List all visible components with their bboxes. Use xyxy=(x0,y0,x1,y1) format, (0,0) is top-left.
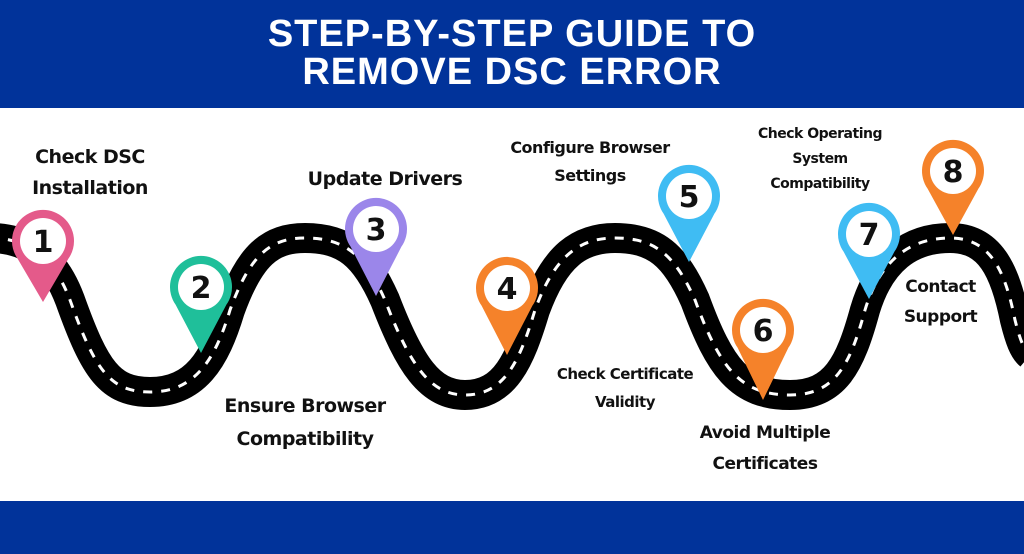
step-number: 2 xyxy=(191,271,212,306)
step-number: 3 xyxy=(366,213,387,248)
step-label-line: Settings xyxy=(554,166,626,185)
footer-banner xyxy=(0,501,1024,554)
step-number: 7 xyxy=(859,218,880,253)
pin-inner-circle xyxy=(178,264,224,310)
title-line-2: REMOVE DSC ERROR xyxy=(302,51,722,93)
step-pin-3: 3 xyxy=(345,197,407,296)
step-pin-6: 6 xyxy=(732,298,794,400)
step-pin-1: 1 xyxy=(11,209,74,302)
pin-inner-circle xyxy=(666,173,712,219)
step-pin-8: 8 xyxy=(922,139,984,235)
step-label-line: Installation xyxy=(32,177,148,199)
step-label-line: Check Operating xyxy=(758,126,882,142)
pin-inner-circle xyxy=(740,307,786,353)
step-number: 5 xyxy=(679,180,700,215)
step-label-line: Compatibility xyxy=(770,176,870,192)
step-label-line: Avoid Multiple xyxy=(699,423,831,443)
pin-inner-circle xyxy=(846,211,892,257)
step-pin-4: 4 xyxy=(475,256,538,355)
step-number: 4 xyxy=(497,272,518,307)
pin-inner-circle xyxy=(484,265,530,311)
step-label-line: Ensure Browser xyxy=(224,395,386,417)
title-line-1: STEP-BY-STEP GUIDE TO xyxy=(267,13,757,55)
step-number: 8 xyxy=(943,155,964,190)
road xyxy=(0,222,1024,411)
pin-inner-circle xyxy=(353,206,399,252)
step-label-line: Configure Browser xyxy=(510,138,670,157)
pins-layer: 1 2 3 4 5 6 7 8 xyxy=(11,139,984,400)
step-label-line: Compatibility xyxy=(236,428,374,450)
pin-inner-circle xyxy=(20,218,66,264)
step-pin-7: 7 xyxy=(838,202,900,299)
step-label-1: Check DSC Installation xyxy=(10,142,170,204)
step-label-line: Validity xyxy=(594,393,656,411)
step-pin-5: 5 xyxy=(657,164,720,262)
step-label-line: Check Certificate xyxy=(556,365,694,383)
step-label-line: Update Drivers xyxy=(307,168,463,190)
step-label-line: Contact xyxy=(905,277,976,297)
step-number: 1 xyxy=(33,225,54,260)
step-label-line: Support xyxy=(903,307,978,327)
road-lane-markings xyxy=(0,236,1024,397)
header-banner: STEP-BY-STEP GUIDE TO REMOVE DSC ERROR xyxy=(0,0,1024,108)
step-pin-2: 2 xyxy=(169,255,232,353)
step-label-line: Certificates xyxy=(712,454,818,474)
step-number: 6 xyxy=(753,314,774,349)
step-label-line: Check DSC xyxy=(35,146,145,168)
pin-inner-circle xyxy=(930,148,976,194)
step-label-line: System xyxy=(792,151,848,167)
step-label-3: Update Drivers xyxy=(290,165,480,193)
